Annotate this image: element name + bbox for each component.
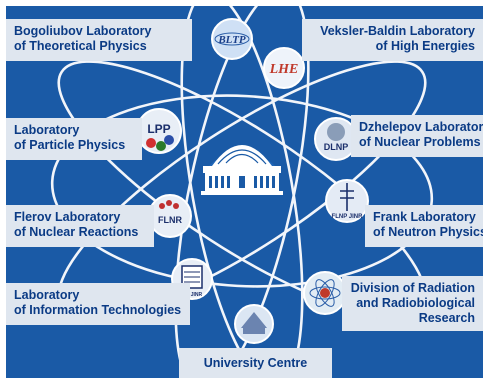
label-bltp: Bogoliubov Laboratory of Theoretical Phy… (6, 19, 192, 61)
drrr-logo-icon (303, 271, 347, 315)
label-dlnp: Dzhelepov Laboratory of Nuclear Problems (351, 115, 483, 157)
lhe-logo-icon: LHE (263, 47, 305, 89)
dlnp-logo-text: DLNP (324, 142, 349, 152)
university-centre-logo-icon (234, 304, 274, 344)
label-lit: Laboratory of Information Technologies (6, 283, 190, 325)
label-university-centre-line1: University Centre (203, 356, 308, 370)
dlnp-logo-icon: DLNP (314, 117, 358, 161)
label-vbhe: Veksler-Baldin Laboratory of High Energi… (302, 19, 483, 61)
label-flnr-line2: of Nuclear Reactions (14, 225, 139, 239)
orbit-5 (50, 94, 434, 288)
bltp-logo-text: BLTP (217, 34, 246, 46)
label-university-centre: University Centre (179, 348, 332, 378)
label-drrr-line2: and Radiobiological (356, 296, 475, 310)
label-flnr-line1: Flerov Laboratory (14, 210, 121, 224)
label-flnr: Flerov Laboratory of Nuclear Reactions (6, 205, 154, 247)
flnp-logo-text: FLNP JINR (332, 214, 364, 220)
label-dlnp-line2: of Nuclear Problems (359, 135, 481, 149)
orbit-4 (174, 6, 310, 378)
lpp-logo-text: LPP (147, 122, 170, 136)
bltp-logo-icon: BLTP (211, 18, 253, 60)
label-lpp-line2: of Particle Physics (14, 138, 126, 152)
label-flnp-line1: Frank Laboratory (373, 210, 476, 224)
label-lpp: Laboratory of Particle Physics (6, 118, 142, 160)
label-flnp: Frank Laboratory of Neutron Physics (365, 205, 483, 247)
label-vbhe-line2: of High Energies (375, 39, 475, 53)
orbit-3 (180, 6, 304, 378)
flnr-logo-text: FLNR (158, 215, 182, 225)
central-building-icon (201, 145, 283, 195)
flnr-logo-icon: FLNR (148, 194, 192, 238)
label-bltp-line2: of Theoretical Physics (14, 39, 147, 53)
label-lpp-line1: Laboratory (14, 123, 80, 137)
label-lit-line1: Laboratory (14, 288, 80, 302)
label-bltp-line1: Bogoliubov Laboratory (14, 24, 152, 38)
diagram-panel: BLTP LHE LPP DLNP (6, 6, 483, 378)
label-drrr: Division of Radiation and Radiobiologica… (342, 276, 483, 331)
lpp-logo-icon: LPP (136, 108, 182, 154)
lhe-logo-text: LHE (269, 62, 299, 77)
atom-orbits: BLTP LHE LPP DLNP (50, 6, 434, 378)
label-lit-line2: of Information Technologies (14, 303, 182, 317)
lit-logo-text: LIT JINR (182, 292, 203, 298)
label-dlnp-line1: Dzhelepov Laboratory (359, 120, 483, 134)
label-vbhe-line1: Veksler-Baldin Laboratory (320, 24, 475, 38)
label-flnp-line2: of Neutron Physics (373, 225, 483, 239)
label-drrr-line1: Division of Radiation (350, 281, 475, 295)
label-drrr-line3: Research (418, 311, 475, 325)
flnp-logo-icon: FLNP JINR (325, 179, 369, 223)
